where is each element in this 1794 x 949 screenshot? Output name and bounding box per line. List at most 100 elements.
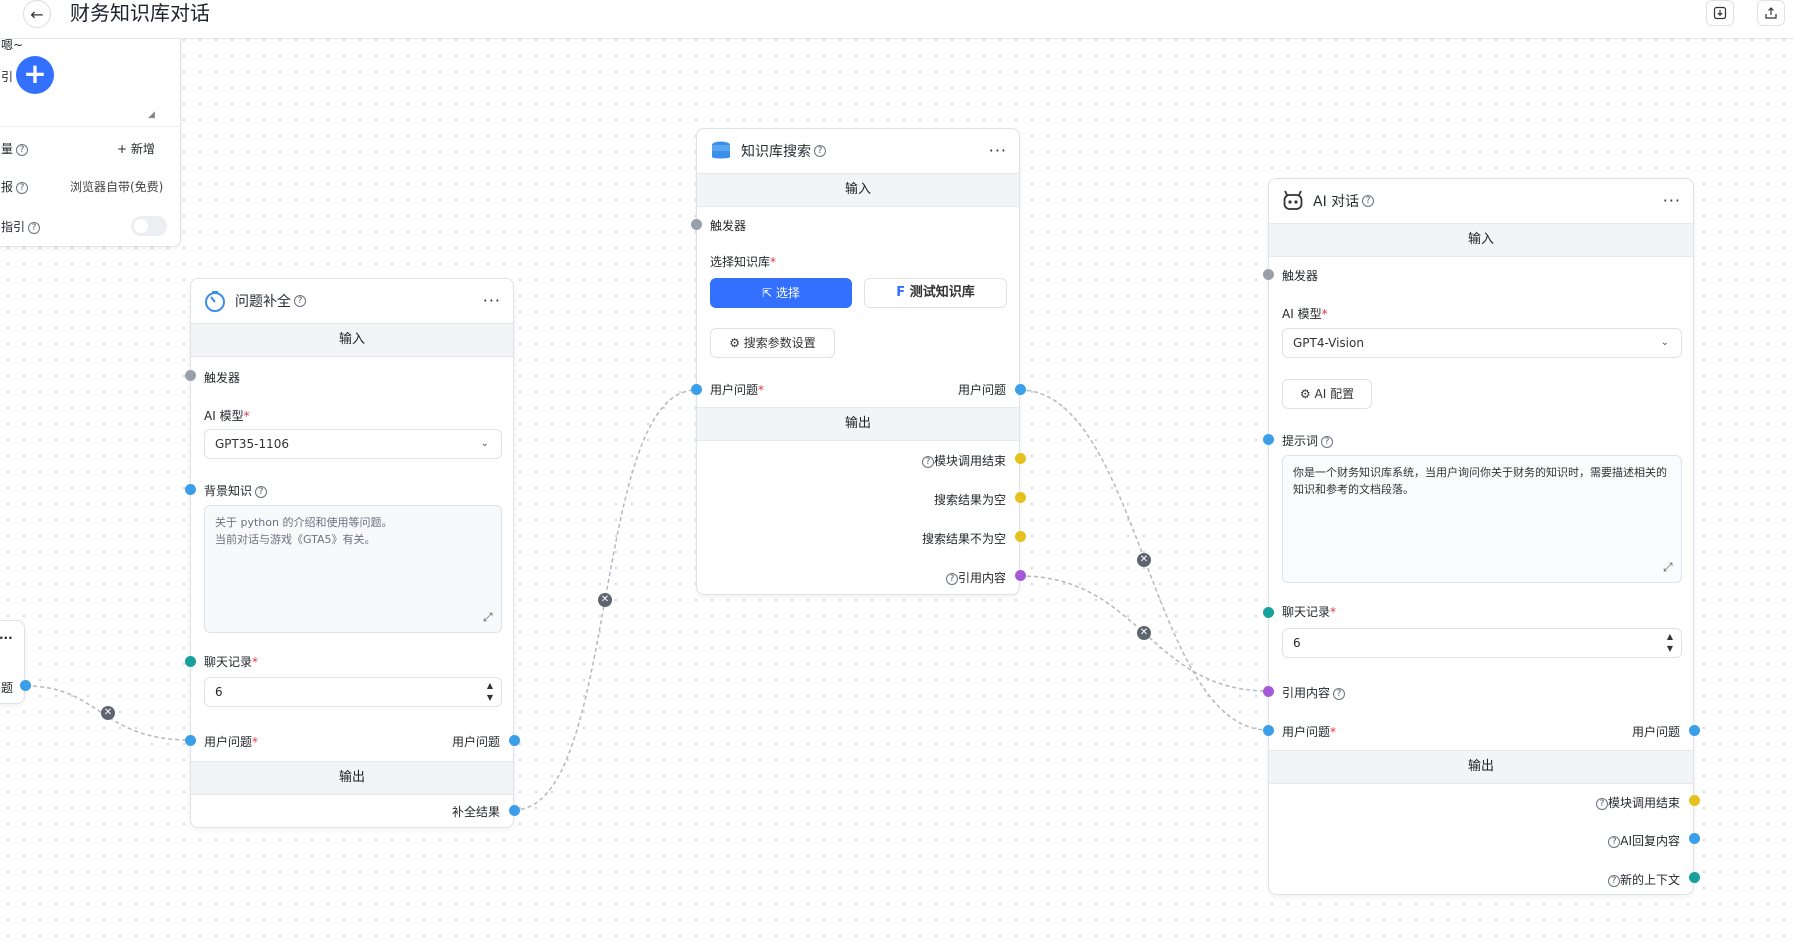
more-options-icon[interactable]: ··· [988,141,1007,160]
partial-node[interactable]: ··· 题 [0,620,25,704]
delete-edge-icon[interactable]: ✕ [1137,553,1151,567]
trigger-handle[interactable] [185,370,196,381]
row-label: 指引? [1,218,41,235]
input-band: 输入 [1269,223,1693,257]
test-kb-button[interactable]: F 测试知识库 [864,278,1007,308]
row-label: 量? [1,140,29,157]
user-question-handle[interactable] [691,384,702,395]
user-question-handle[interactable] [1263,725,1274,736]
database-icon [712,141,730,159]
help-icon: ? [16,143,29,156]
result-label: 补全结果 [451,805,500,819]
result-handle[interactable] [509,805,520,816]
kb-search-node[interactable]: 知识库搜索 ? ··· 输入 触发器 选择知识库* ⇱ 选择 F 测试知识库 ⚙… [696,128,1020,595]
node-header: 问题补全 ? ··· [191,279,513,323]
user-question-out-handle[interactable] [1689,725,1700,736]
user-question-output: 用户问题 [957,383,1006,397]
history-stepper[interactable]: 6▲▼ [1282,628,1682,658]
background-handle[interactable] [185,484,196,495]
ai-chat-node[interactable]: AI 对话 ? ··· 输入 触发器 AI 模型* GPT4-Vision⌄ ⚙… [1268,178,1694,895]
page-title: 财务知识库对话 [70,1,210,25]
resize-handle-icon[interactable]: ◢ [148,110,155,120]
answer-handle[interactable] [1689,833,1700,844]
model-label: AI 模型* [1282,307,1328,321]
input-band: 输入 [191,323,513,357]
prompt-textarea[interactable]: 你是一个财务知识库系统，当用户询问你关于财务的知识时，需要描述相关的知识和参考的… [1282,455,1682,583]
upload-icon [1765,7,1777,19]
finish-handle[interactable] [1689,795,1700,806]
delete-edge-icon[interactable]: ✕ [1137,626,1151,640]
help-icon: ? [1333,687,1346,700]
finish-handle[interactable] [1015,453,1026,464]
expand-icon[interactable]: ⤢ [1663,560,1673,574]
history-label: 聊天记录* [204,655,259,669]
more-options-icon[interactable]: ··· [1662,191,1681,210]
more-options-icon[interactable]: ··· [482,291,501,310]
history-stepper[interactable]: 6▲▼ [204,677,502,707]
node-header: 知识库搜索 ? ··· [697,129,1019,173]
node-header: AI 对话 ? ··· [1269,179,1693,223]
model-select[interactable]: GPT4-Vision⌄ [1282,328,1682,358]
background-textarea[interactable]: 关于 python 的介绍和使用等问题。 当前对话与游戏《GTA5》有关。 [204,505,502,633]
help-icon: ? [1595,797,1608,810]
kb-logo-icon: F [896,285,910,300]
empty-handle[interactable] [1015,492,1026,503]
quote-handle[interactable] [1015,570,1026,581]
history-handle[interactable] [1263,607,1274,618]
plus-icon: + [23,57,47,90]
node-title: AI 对话 [1313,194,1360,210]
add-variable-button[interactable]: + 新增 [117,142,155,156]
robot-icon [1283,190,1303,210]
select-kb-button[interactable]: ⇱ 选择 [710,278,852,308]
back-button[interactable]: ← [23,0,51,28]
output-label: 搜索结果为空 [933,493,1006,507]
import-button[interactable] [1706,0,1734,26]
stepper-arrows-icon[interactable]: ▲▼ [486,681,493,702]
expand-icon[interactable]: ⤢ [483,610,493,624]
delete-edge-icon[interactable]: ✕ [598,593,612,607]
user-question-out-handle[interactable] [1015,384,1026,395]
prompt-handle[interactable] [1263,434,1274,445]
model-select[interactable]: GPT35-1106⌄ [204,429,502,459]
ai-config-button[interactable]: ⚙ AI 配置 [1282,379,1372,409]
help-icon: ? [1321,435,1334,448]
input-band: 输入 [697,173,1019,207]
stepper-arrows-icon[interactable]: ▲▼ [1666,632,1673,653]
gear-icon: ⚙ [1299,387,1315,401]
select-kb-label: 选择知识库* [710,255,777,269]
export-button[interactable] [1757,0,1785,26]
delete-edge-icon[interactable]: ✕ [101,706,115,720]
help-icon: ? [814,145,826,157]
output-handle[interactable] [20,680,31,691]
gear-icon: ⚙ [729,336,744,350]
more-icon[interactable]: ··· [0,631,13,645]
quote-handle[interactable] [1263,686,1274,697]
row-label: 报? [1,178,29,195]
user-question-out-handle[interactable] [509,735,520,746]
node-title: 知识库搜索 [741,144,811,160]
not-empty-handle[interactable] [1015,531,1026,542]
question-completion-node[interactable]: 问题补全 ? ··· 输入 触发器 AI 模型* GPT35-1106⌄ 背景知… [190,278,514,828]
context-handle[interactable] [1689,872,1700,883]
user-question-handle[interactable] [185,735,196,746]
trigger-handle[interactable] [1263,269,1274,280]
search-params-button[interactable]: ⚙ 搜索参数设置 [710,328,835,358]
add-button[interactable]: + [16,56,54,94]
history-handle[interactable] [185,656,196,667]
model-label: AI 模型* [204,409,250,423]
divider [0,126,182,127]
help-icon: ? [1607,874,1620,887]
output-label: 题 [1,681,14,695]
node-title: 问题补全 [235,294,291,310]
output-label: ?模块调用结束 [919,452,1006,469]
output-label: ?AI回复内容 [1605,832,1680,849]
help-icon: ? [1608,835,1621,848]
history-label: 聊天记录* [1282,605,1337,619]
trigger-label: 触发器 [204,371,241,385]
output-band: 输出 [1269,750,1693,784]
user-question-label: 用户问题* [204,735,259,749]
guide-toggle[interactable] [131,216,167,236]
trigger-handle[interactable] [691,219,702,230]
system-config-node[interactable]: 嗯~ 引 + ◢ 量? + 新增 报? 浏览器自带(免费) 指引? [0,28,182,247]
tts-select[interactable]: 浏览器自带(免费) [70,180,164,194]
